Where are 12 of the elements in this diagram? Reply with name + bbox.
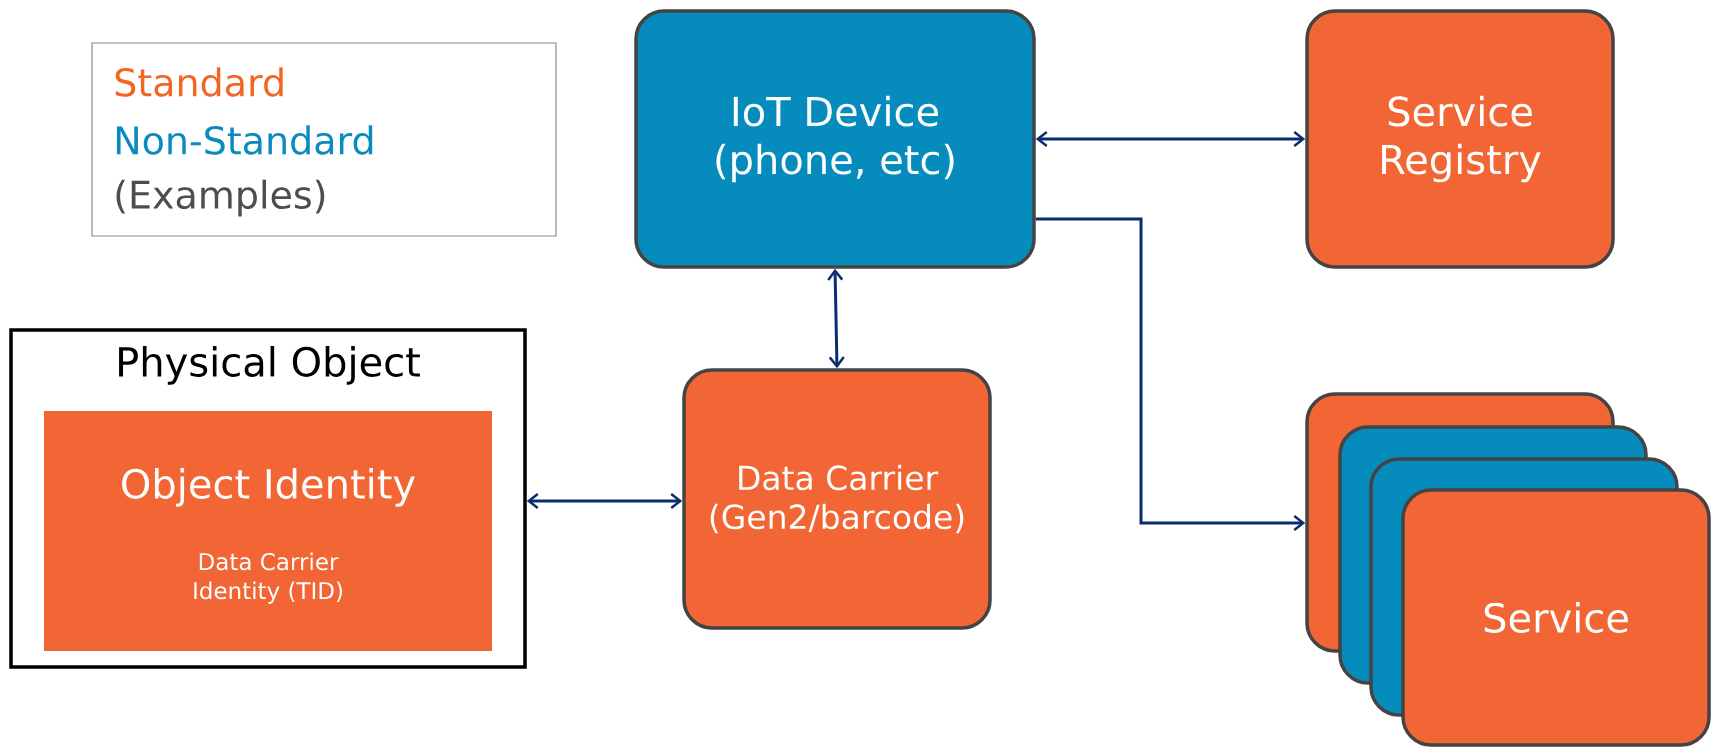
arrow [526,493,683,509]
legend-text: Standard [115,67,283,97]
rounded-box: IoT Device (phone, etc) [634,9,1036,269]
legend-text: Non-Standard [116,125,373,155]
arrow [1035,131,1306,147]
arrow [1035,217,1306,531]
arrow [827,268,845,369]
rounded-box: Data Carrier (Gen2/barcode) [682,368,992,630]
rounded-box: Service Registry [1305,9,1615,269]
rounded-box: Service [1401,488,1711,747]
legend-text: (Examples) [116,179,325,217]
identity-box: Object Identity Data Carrier Identity (TID) [44,411,492,651]
